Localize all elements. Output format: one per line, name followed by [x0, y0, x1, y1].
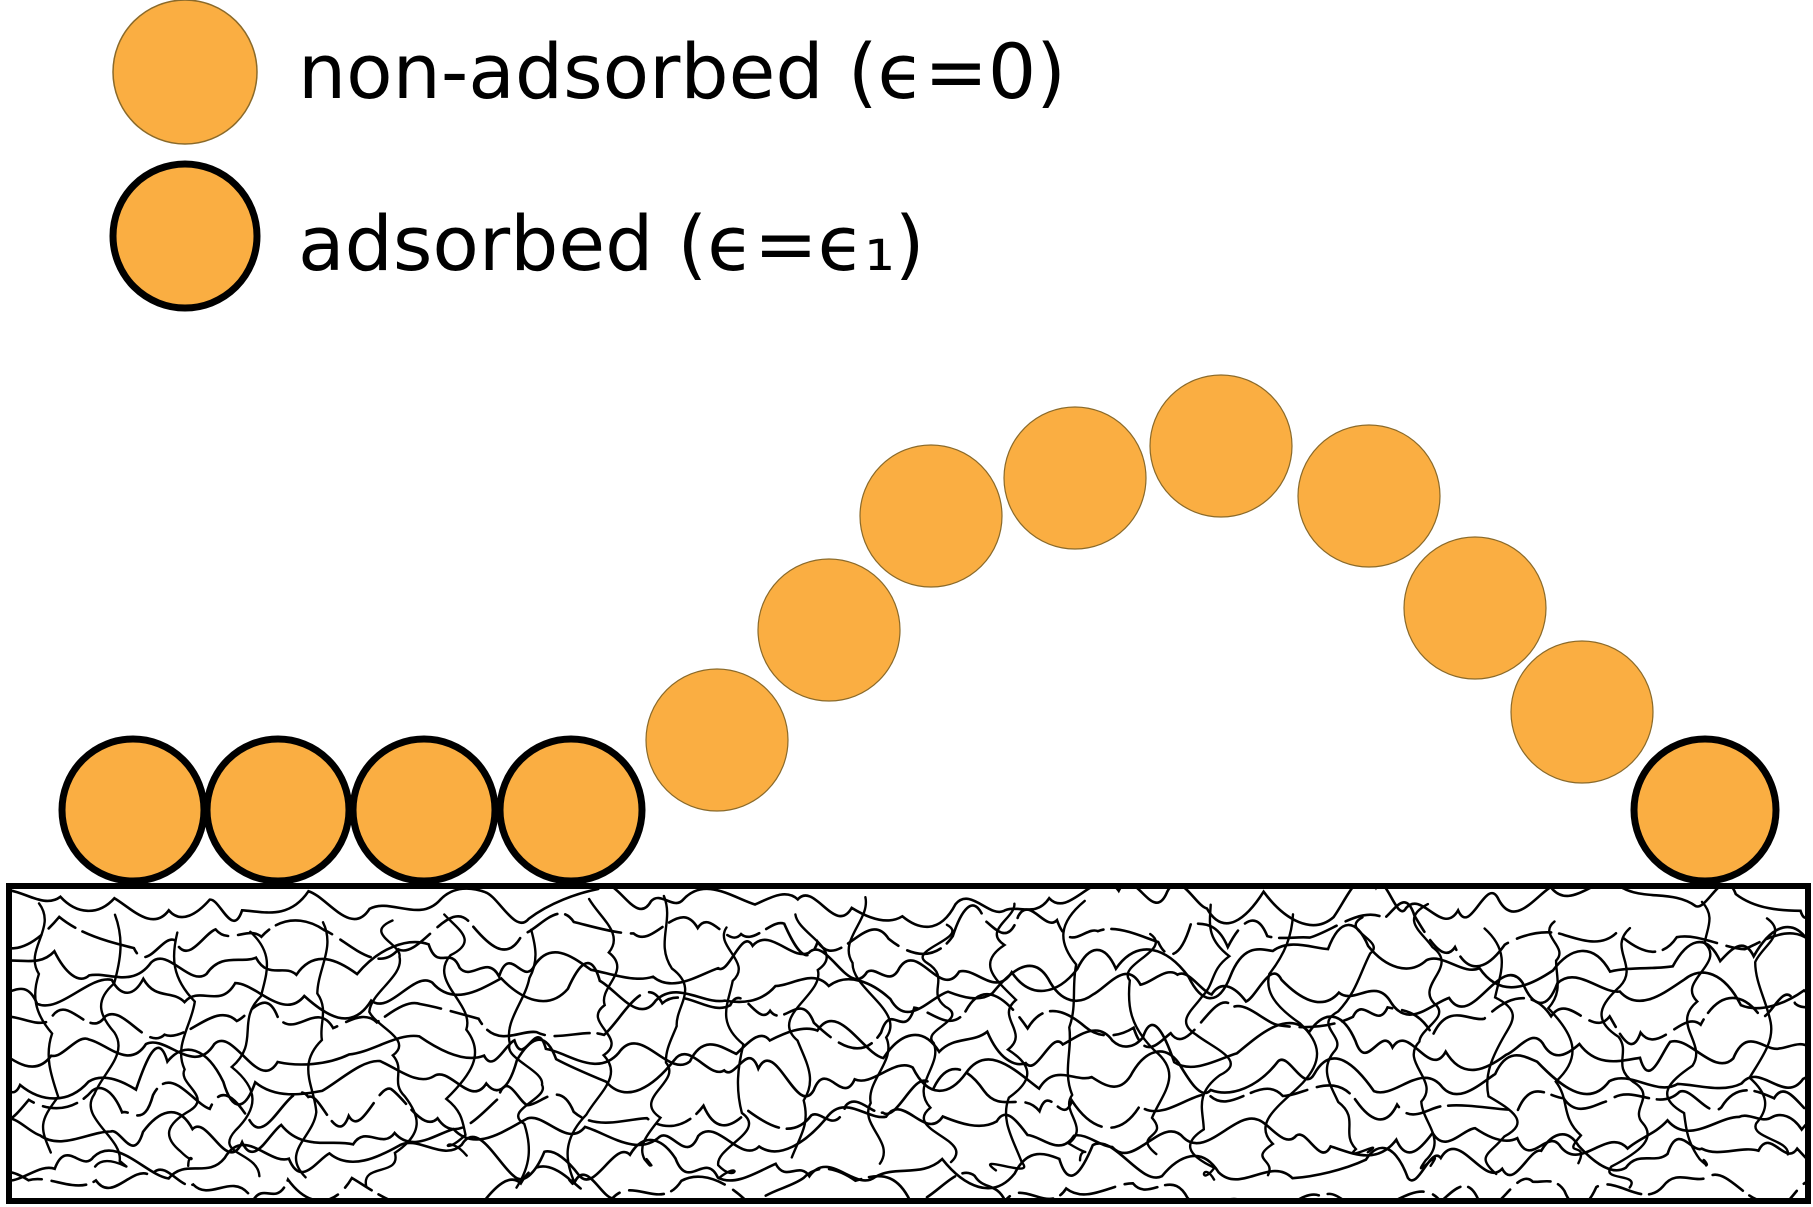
surface-meander-line [1483, 927, 1519, 1176]
legend-non-adsorbed-bead-icon [112, 0, 258, 145]
surface-wave-line [9, 1165, 1808, 1201]
surface-meander-line [1412, 902, 1443, 1170]
surface-meander-line [716, 926, 751, 1180]
surface-wave-line [9, 1067, 1808, 1131]
surface-meander-line [1325, 916, 1375, 1155]
surface-meander-line [1062, 899, 1087, 1162]
surface-meander-line [921, 923, 958, 1164]
surface-meander-line [788, 913, 828, 1159]
surface-meander-line [1261, 913, 1319, 1177]
surface-wave-line [9, 1015, 1808, 1073]
legend: non-adsorbed (ϵ=0) adsorbed (ϵ=ϵ₁) [109, 0, 1066, 312]
surface-meander-line [168, 931, 199, 1168]
adsorbed-bead-2 [203, 735, 353, 885]
surface-wave-line [9, 901, 1808, 968]
surface-wave-line [9, 1038, 1808, 1106]
surface-wave-line [9, 1106, 1808, 1157]
surface-meander-line [566, 897, 619, 1190]
surface-meander-line [1126, 932, 1171, 1156]
surface-meander-line [1184, 903, 1232, 1181]
surface-meander-line [1546, 920, 1583, 1165]
surface-meander-line [33, 902, 60, 1154]
surface [6, 883, 1811, 1204]
non-adsorbed-bead-5 [645, 668, 789, 812]
non-adsorbed-bead-9 [1149, 374, 1293, 518]
surface-meander-line [294, 921, 329, 1179]
surface-meander-line [1600, 926, 1649, 1189]
surface-meander-line [641, 894, 687, 1167]
non-adsorbed-bead-12 [1510, 640, 1654, 784]
non-adsorbed-bead-11 [1403, 536, 1547, 680]
non-adsorbed-bead-7 [859, 444, 1003, 588]
surface-meander-line [364, 919, 418, 1188]
polymer-chain [58, 374, 1780, 885]
legend-adsorbed-bead-icon [109, 160, 261, 312]
adsorbed-bead-14 [1630, 735, 1780, 885]
surface-meander-line [847, 896, 892, 1165]
surface-meander-line [1748, 917, 1789, 1156]
adsorbed-bead-4 [496, 735, 646, 885]
surface-meander-line [228, 930, 269, 1178]
adsorbed-bead-3 [349, 735, 499, 885]
non-adsorbed-bead-8 [1003, 406, 1147, 550]
surface-wave-line [9, 961, 1808, 1020]
surface-meander-line [507, 928, 545, 1189]
surface-background [9, 886, 1808, 1201]
surface-texture [9, 886, 1808, 1201]
adsorbed-bead-1 [58, 735, 208, 885]
non-adsorbed-bead-6 [757, 558, 901, 702]
surface-meander-line [988, 902, 1029, 1172]
legend-adsorbed-label: adsorbed (ϵ=ϵ₁) [298, 199, 925, 288]
surface-meander-line [89, 913, 128, 1168]
non-adsorbed-bead-10 [1297, 424, 1441, 568]
surface-wave-line [9, 886, 1808, 929]
surface-border [6, 883, 1811, 1204]
surface-wave-line [9, 1133, 1808, 1190]
surface-meander-line [442, 913, 477, 1157]
legend-non-adsorbed-label: non-adsorbed (ϵ=0) [298, 27, 1066, 116]
surface-meander-line [1665, 900, 1712, 1167]
